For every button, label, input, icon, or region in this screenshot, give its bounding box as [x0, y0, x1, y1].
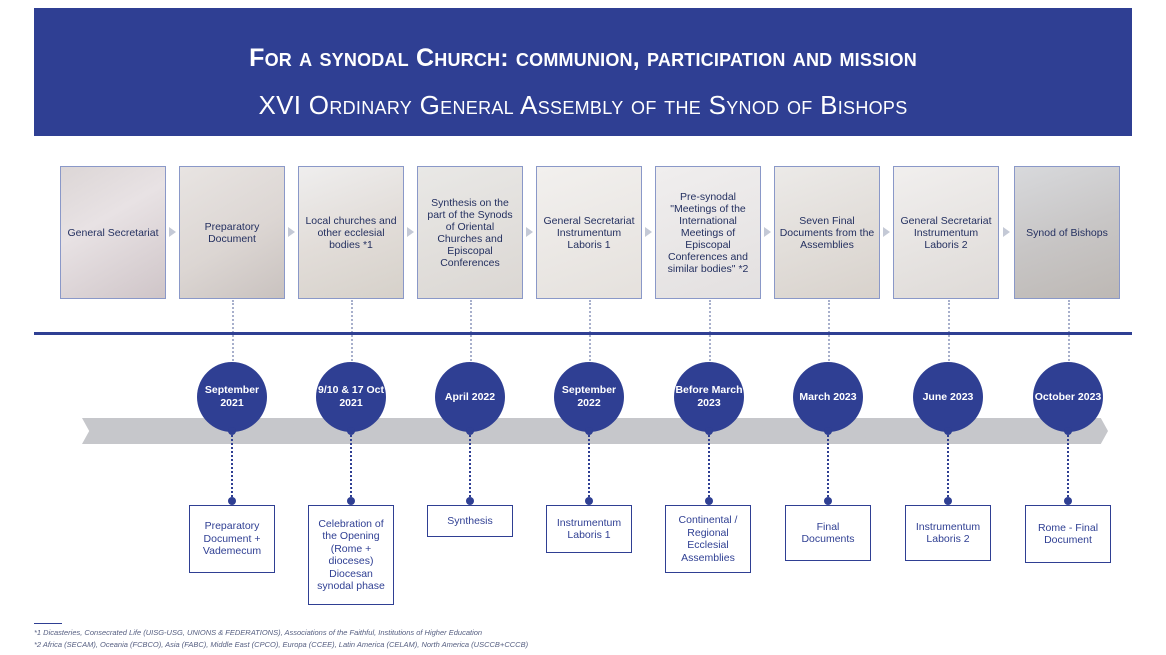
arrow-right-icon	[1003, 227, 1010, 237]
stage-box-instrumentum-laboris-1: General Secretariat Instrumentum Laboris…	[536, 166, 642, 299]
date-label: October 2023	[1034, 390, 1102, 403]
connector-dot	[824, 427, 832, 435]
result-label: Final Documents	[801, 520, 855, 546]
connector-dot	[466, 427, 474, 435]
stage-box-instrumentum-laboris-2: General Secretariat Instrumentum Laboris…	[893, 166, 999, 299]
footnote-rule	[34, 623, 62, 624]
connector-dot	[824, 497, 832, 505]
arrow-right-icon	[645, 227, 652, 237]
date-circle: Before March 2023	[674, 362, 744, 432]
stage-label: Local churches and other ecclesial bodie…	[305, 214, 397, 251]
connector-dot	[1064, 497, 1072, 505]
connector-line	[588, 435, 590, 497]
stage-box-synthesis: Synthesis on the part of the Synods of O…	[417, 166, 523, 299]
result-label: Synthesis	[447, 514, 493, 527]
connector-line	[350, 435, 352, 497]
arrow-right-icon	[288, 227, 295, 237]
stage-label: Seven Final Documents from the Assemblie…	[779, 214, 875, 251]
arrow-right-icon	[526, 227, 533, 237]
stage-label: Pre-synodal "Meetings of the Internation…	[667, 190, 749, 275]
divider-line	[34, 332, 1132, 335]
result-box: Final Documents	[785, 505, 871, 561]
stage-label: Synthesis on the part of the Synods of O…	[427, 196, 513, 269]
connector-dot	[347, 427, 355, 435]
connector-dot	[466, 497, 474, 505]
connector-dot	[705, 427, 713, 435]
result-box: Rome - Final Document	[1025, 505, 1111, 563]
connector-dot	[944, 497, 952, 505]
date-label: September 2022	[561, 384, 617, 409]
arrow-right-icon	[407, 227, 414, 237]
date-circle: 9/10 & 17 Oct 2021	[316, 362, 386, 432]
result-box: Preparatory Document + Vademecum	[189, 505, 275, 573]
arrow-right-icon	[883, 227, 890, 237]
subtitle: XVI Ordinary General Assembly of the Syn…	[258, 90, 908, 120]
connector-line	[708, 435, 710, 497]
stage-box-pre-synodal-meetings: Pre-synodal "Meetings of the Internation…	[655, 166, 761, 299]
connector-line	[947, 435, 949, 497]
result-box: Synthesis	[427, 505, 513, 537]
date-label: Before March 2023	[675, 384, 743, 409]
stage-label: General Secretariat	[67, 226, 159, 239]
connector-line	[827, 435, 829, 497]
date-circle: March 2023	[793, 362, 863, 432]
connector-line	[469, 435, 471, 497]
result-label: Continental / Regional Ecclesial Assembl…	[678, 514, 738, 564]
result-box: Celebration of the Opening (Rome + dioce…	[308, 505, 394, 605]
result-box: Instrumentum Laboris 1	[546, 505, 632, 553]
date-circle: June 2023	[913, 362, 983, 432]
stage-label: Synod of Bishops	[1026, 226, 1108, 239]
date-circle: September 2022	[554, 362, 624, 432]
header-banner: For a synodal Church: communion, partici…	[34, 8, 1132, 136]
connector-dot	[228, 497, 236, 505]
timeline-chevron	[966, 418, 1026, 444]
date-label: June 2023	[922, 390, 974, 403]
connector-dot	[1064, 427, 1072, 435]
stage-box-general-secretariat: General Secretariat	[60, 166, 166, 299]
stage-label: General Secretariat Instrumentum Laboris…	[543, 214, 635, 251]
arrow-right-icon	[764, 227, 771, 237]
main-title: For a synodal Church: communion, partici…	[249, 44, 917, 72]
connector-dot	[347, 497, 355, 505]
timeline-chevron	[134, 418, 194, 444]
connector-dot	[585, 427, 593, 435]
stage-box-preparatory-document: Preparatory Document	[179, 166, 285, 299]
stage-label: Preparatory Document	[204, 220, 260, 245]
stage-box-seven-final-documents: Seven Final Documents from the Assemblie…	[774, 166, 880, 299]
date-label: April 2022	[444, 390, 496, 403]
date-label: March 2023	[799, 390, 857, 403]
connector-dot	[705, 497, 713, 505]
timeline-chevron	[498, 418, 558, 444]
stage-label: General Secretariat Instrumentum Laboris…	[900, 214, 992, 251]
result-label: Preparatory Document + Vademecum	[202, 520, 262, 558]
result-label: Instrumentum Laboris 2	[915, 520, 981, 546]
date-circle: October 2023	[1033, 362, 1103, 432]
stage-box-local-churches: Local churches and other ecclesial bodie…	[298, 166, 404, 299]
arrow-right-icon	[169, 227, 176, 237]
date-circle: April 2022	[435, 362, 505, 432]
result-box: Instrumentum Laboris 2	[905, 505, 991, 561]
date-circle: September 2021	[197, 362, 267, 432]
footnote-2: *2 Africa (SECAM), Oceania (FCBCO), Asia…	[34, 640, 529, 649]
stage-box-synod-of-bishops: Synod of Bishops	[1014, 166, 1120, 299]
timeline-chevron	[862, 418, 922, 444]
connector-dot	[228, 427, 236, 435]
result-label: Celebration of the Opening (Rome + dioce…	[317, 517, 385, 593]
date-label: 9/10 & 17 Oct 2021	[318, 384, 384, 409]
connector-line	[231, 435, 233, 497]
timeline-chevron	[394, 418, 454, 444]
result-label: Rome - Final Document	[1037, 521, 1099, 547]
connector-line	[1067, 435, 1069, 497]
result-label: Instrumentum Laboris 1	[556, 516, 622, 542]
result-box: Continental / Regional Ecclesial Assembl…	[665, 505, 751, 573]
connector-dot	[585, 497, 593, 505]
footnote-1: *1 Dicasteries, Consecrated Life (UISG-U…	[34, 628, 483, 637]
date-label: September 2021	[204, 384, 260, 409]
timeline-chevron	[82, 418, 142, 444]
connector-dot	[944, 427, 952, 435]
